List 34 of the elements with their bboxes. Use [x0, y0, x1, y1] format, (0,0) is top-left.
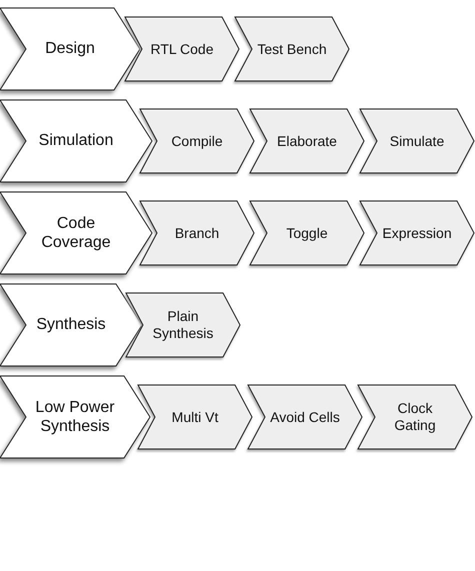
- stage-label: Expression: [381, 224, 453, 243]
- stage-shape: [0, 8, 140, 90]
- step-shape: [358, 385, 472, 449]
- stage-label: Clock Gating: [393, 399, 437, 435]
- step-shape: [360, 201, 474, 265]
- stage-label: Avoid Cells: [269, 408, 341, 427]
- stage-label: Simulation: [38, 131, 114, 152]
- stage-label: Synthesis: [35, 315, 107, 336]
- step-shape: [126, 293, 240, 357]
- stage-shape: [0, 100, 152, 182]
- stage-label: Simulate: [388, 132, 446, 151]
- step-shape: [235, 17, 349, 81]
- step-shape: [140, 109, 254, 173]
- stage-label: Multi Vt: [170, 408, 220, 427]
- stage-label: Design: [44, 39, 96, 60]
- stage-label: Branch: [174, 224, 220, 243]
- step-shape: [250, 109, 364, 173]
- stage-label: Code Coverage: [40, 214, 112, 253]
- stage-label: Plain Synthesis: [152, 307, 214, 343]
- stage-label: RTL Code: [149, 40, 215, 59]
- step-shape: [125, 17, 239, 81]
- step-shape: [138, 385, 252, 449]
- stage-label: Low Power Synthesis: [34, 398, 116, 437]
- stage-label: Elaborate: [276, 132, 338, 151]
- stage-shape: [0, 284, 142, 366]
- step-shape: [248, 385, 362, 449]
- step-shape: [360, 109, 474, 173]
- step-shape: [140, 201, 254, 265]
- stage-label: Toggle: [285, 224, 329, 243]
- stage-label: Compile: [170, 132, 224, 151]
- step-shape: [250, 201, 364, 265]
- stage-shape: [0, 376, 150, 458]
- stage-label: Test Bench: [256, 40, 328, 59]
- stage-shape: [0, 192, 152, 274]
